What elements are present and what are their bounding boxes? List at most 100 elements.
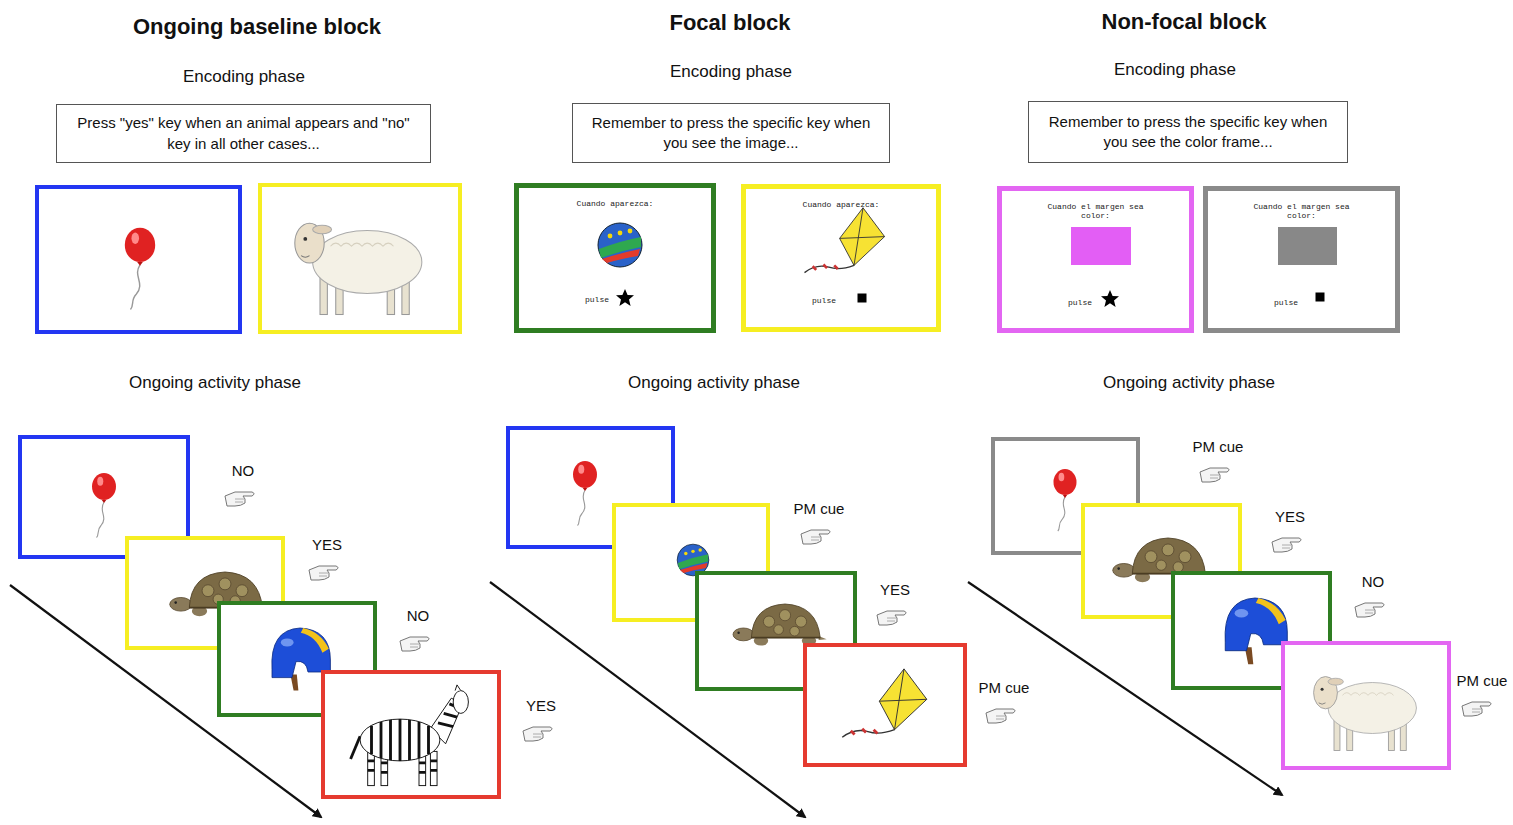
phase-label-holder: Ongoing activity phase [1103, 373, 1275, 393]
response-label: YES [1275, 508, 1305, 525]
instruction-text: Remember to press the specific key when … [1039, 112, 1337, 153]
hand-icon [877, 611, 906, 625]
response-label-holder: YES [526, 697, 556, 715]
block-title: Focal block [669, 10, 790, 36]
block-title: Non-focal block [1101, 9, 1266, 35]
phase-label-holder: Ongoing activity phase [129, 373, 301, 393]
hand-icon [225, 492, 254, 506]
cue-text-holder: Cuando aparezca: [519, 200, 711, 209]
block-title: Ongoing baseline block [133, 14, 381, 40]
hand-icon [986, 709, 1015, 723]
hand-icon [1355, 603, 1384, 617]
response-label: NO [407, 607, 430, 624]
cue-frame: Cuando aparezca: pulse [514, 183, 716, 333]
balloon-picture [92, 473, 116, 538]
cue-key-text: pulse [1068, 299, 1092, 308]
phase-label: Encoding phase [1114, 60, 1236, 80]
response-label-holder: NO [232, 462, 255, 480]
phase-label: Ongoing activity phase [628, 373, 800, 393]
kite-picture [805, 208, 885, 273]
cue-text-holder: pulse [1274, 299, 1298, 308]
star-symbol [616, 289, 634, 306]
response-label-holder: YES [880, 581, 910, 599]
response-label-holder: NO [407, 607, 430, 625]
response-label: PM cue [1193, 438, 1244, 455]
response-label: PM cue [979, 679, 1030, 696]
phase-label-holder: Ongoing activity phase [628, 373, 800, 393]
response-label: NO [232, 462, 255, 479]
picture-frame [805, 645, 965, 765]
sheep-picture [1314, 677, 1417, 751]
hand-icon [1462, 702, 1491, 716]
cue-text-holder: Cuando el margen sea color: [1208, 203, 1395, 221]
response-label: YES [526, 697, 556, 714]
balloon-picture [125, 228, 155, 310]
response-label-holder: YES [312, 536, 342, 554]
square-symbol [858, 294, 867, 303]
kite-picture [842, 669, 927, 737]
response-label-holder: YES [1275, 508, 1305, 526]
block-title-holder: Focal block [669, 10, 790, 36]
zebra-picture [351, 685, 469, 786]
hand-icon [1200, 468, 1229, 482]
cue-heading: Cuando el margen sea color: [1046, 203, 1146, 221]
cue-frame: Cuando el margen sea color: pulse [997, 186, 1194, 333]
response-label-holder: PM cue [1193, 438, 1244, 456]
picture-frame [1283, 643, 1449, 768]
cue-frame: Cuando aparezca: pulse [741, 184, 941, 332]
cue-key-text: pulse [1274, 299, 1298, 308]
response-label: YES [880, 581, 910, 598]
response-label: YES [312, 536, 342, 553]
instruction-text: Press "yes" key when an animal appears a… [67, 113, 420, 154]
block-title-holder: Ongoing baseline block [133, 14, 381, 40]
response-label: PM cue [1457, 672, 1508, 689]
response-label-holder: PM cue [794, 500, 845, 518]
cue-text-holder: Cuando aparezca: [746, 201, 936, 210]
hand-icon [309, 566, 338, 580]
cue-text-holder: pulse [585, 296, 609, 305]
phase-label: Encoding phase [183, 67, 305, 87]
hand-icon [400, 637, 429, 651]
picture-frame [323, 672, 499, 797]
color-patch [1278, 227, 1337, 265]
picture-frame [37, 187, 240, 332]
balloon-picture [1053, 469, 1076, 531]
square-symbol [1316, 293, 1325, 302]
turtle-picture [733, 604, 827, 646]
sheep-picture [295, 223, 422, 314]
response-label: NO [1362, 573, 1385, 590]
response-label-holder: PM cue [979, 679, 1030, 697]
hand-icon [523, 727, 552, 741]
instruction-box: Press "yes" key when an animal appears a… [56, 104, 431, 163]
instruction-box: Remember to press the specific key when … [572, 103, 890, 163]
phase-label: Ongoing activity phase [129, 373, 301, 393]
color-patch [1071, 227, 1131, 265]
phase-label: Ongoing activity phase [1103, 373, 1275, 393]
response-label: PM cue [794, 500, 845, 517]
cue-key-text: pulse [585, 296, 609, 305]
response-label-holder: PM cue [1457, 672, 1508, 690]
picture-frame [260, 185, 460, 332]
cue-heading: Cuando aparezca: [791, 201, 891, 210]
phase-label-holder: Encoding phase [670, 62, 792, 82]
instruction-box: Remember to press the specific key when … [1028, 101, 1348, 163]
phase-label-holder: Encoding phase [1114, 60, 1236, 80]
balloon-picture [573, 461, 597, 526]
cue-frame: Cuando el margen sea color: pulse [1203, 186, 1400, 333]
instruction-text: Remember to press the specific key when … [583, 113, 879, 154]
cue-text-holder: Cuando el margen sea color: [1002, 203, 1189, 221]
cue-key-text: pulse [812, 297, 836, 306]
cue-heading: Cuando aparezca: [565, 200, 665, 209]
block-title-holder: Non-focal block [1101, 9, 1266, 35]
cue-text-holder: pulse [1068, 299, 1092, 308]
response-label-holder: NO [1362, 573, 1385, 591]
cue-heading: Cuando el margen sea color: [1252, 203, 1352, 221]
helmet-picture [1225, 598, 1287, 664]
star-symbol [1101, 290, 1119, 307]
phase-label-holder: Encoding phase [183, 67, 305, 87]
ball-picture [598, 223, 642, 267]
hand-icon [1272, 538, 1301, 552]
hand-icon [801, 530, 830, 544]
phase-label: Encoding phase [670, 62, 792, 82]
